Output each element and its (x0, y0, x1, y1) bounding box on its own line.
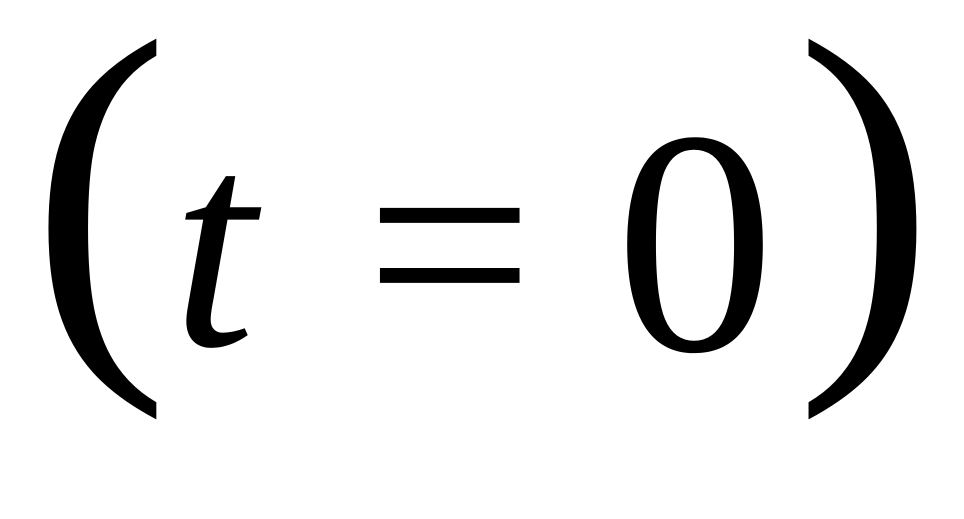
close-parenthesis: ) (795, 0, 935, 422)
equals-sign: = (365, 78, 534, 410)
open-parenthesis: ( (30, 0, 170, 422)
variable-t: t (172, 78, 266, 410)
value-zero: 0 (615, 66, 775, 420)
